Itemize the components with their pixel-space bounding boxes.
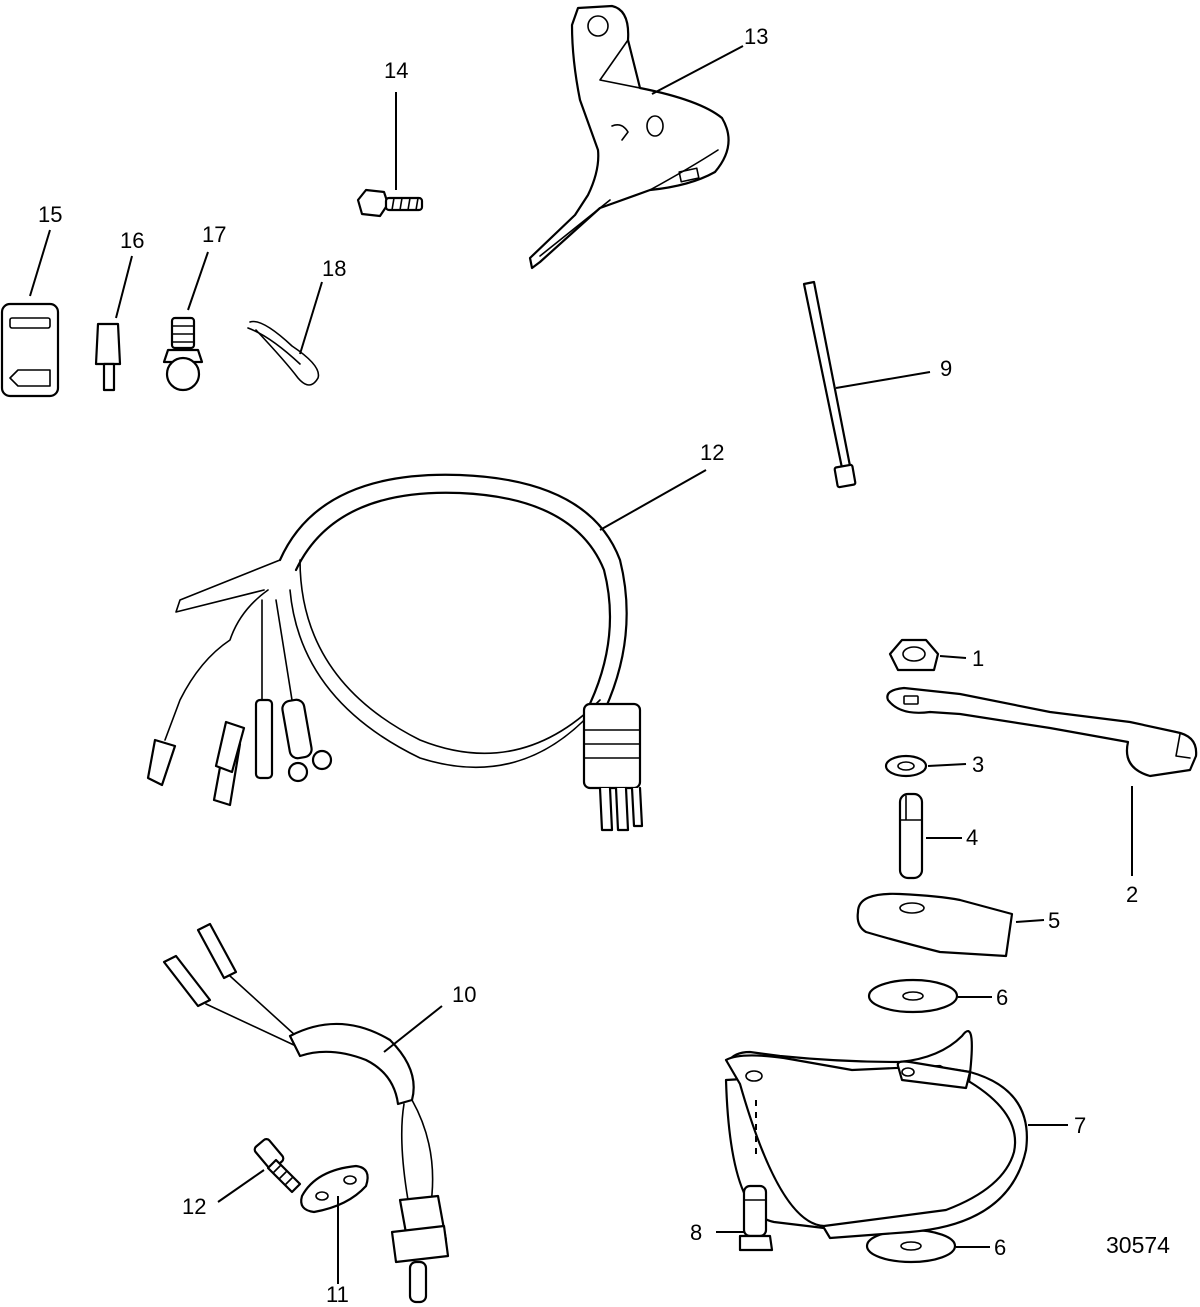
callout-19: 18 — [322, 256, 346, 281]
callout-10: 10 — [452, 982, 476, 1007]
callout-18: 17 — [202, 222, 226, 247]
lever-icon — [886, 686, 1198, 778]
retainer-plate-icon — [300, 1164, 369, 1214]
shoulder-bolt-icon — [738, 1184, 774, 1252]
cam-plate-icon — [856, 892, 1014, 958]
callout-14: 13 — [744, 24, 768, 49]
callout-11: 11 — [326, 1282, 349, 1307]
wiring-harness-icon — [146, 473, 644, 832]
screw-icon — [253, 1138, 302, 1194]
callout-6-upper: 6 — [996, 985, 1008, 1010]
buckle-icon — [0, 302, 60, 398]
callout-17: 16 — [120, 228, 144, 253]
callout-labels: 13 14 15 16 17 18 9 12 1 3 4 2 5 6 10 7 … — [38, 24, 1170, 1307]
callout-1: 1 — [972, 646, 984, 671]
bracket-icon — [528, 4, 730, 270]
callout-16: 15 — [38, 202, 62, 227]
terminal-icon — [94, 322, 122, 392]
callout-12: 12 — [182, 1194, 206, 1219]
cotter-pin-icon — [247, 320, 320, 386]
callout-15: 14 — [384, 58, 408, 83]
locknut-icon — [888, 638, 940, 672]
callout-4: 4 — [966, 825, 978, 850]
cable-tie-icon — [802, 280, 857, 489]
callout-3: 3 — [972, 752, 984, 777]
callout-8: 8 — [690, 1220, 702, 1245]
callout-6-lower: 6 — [994, 1235, 1006, 1260]
ball-stud-icon — [162, 316, 204, 392]
flat-washer-icon — [865, 1228, 957, 1264]
washer-icon — [884, 754, 928, 778]
flat-washer-icon — [867, 978, 959, 1014]
leader-lines — [29, 45, 1133, 1284]
callout-2: 2 — [1126, 882, 1138, 907]
figure-number: 30574 — [1106, 1232, 1170, 1258]
callout-13: 12 — [700, 440, 724, 465]
switch-harness-icon — [162, 922, 450, 1304]
flange-screw-icon — [356, 188, 424, 218]
callout-7: 7 — [1074, 1113, 1086, 1138]
pin-icon — [898, 792, 924, 880]
callout-5: 5 — [1048, 908, 1060, 933]
callout-9: 9 — [940, 356, 952, 381]
curved-arm-icon — [724, 1030, 1028, 1240]
